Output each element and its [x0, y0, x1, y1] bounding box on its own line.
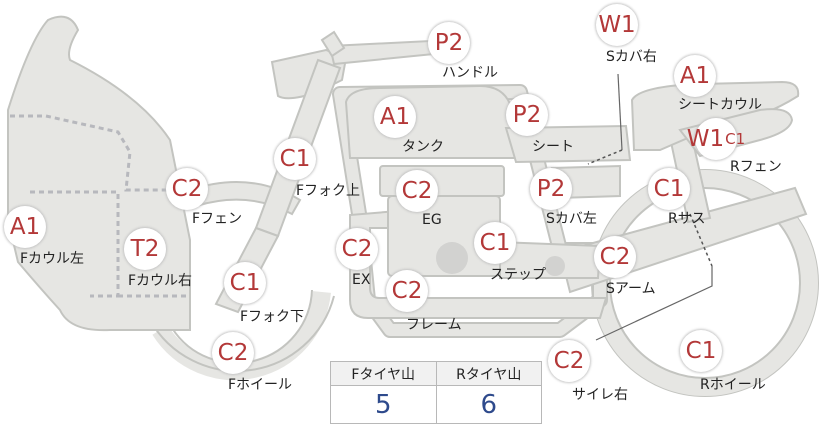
front-wheel-damage-code: C2 [212, 332, 254, 374]
engine-damage-code: C2 [396, 170, 438, 212]
damage-code-text: A1 [679, 63, 711, 89]
rear-tire-header: Rタイヤ山 [435, 361, 542, 386]
damage-code-text: W1 [686, 126, 725, 152]
frame-label: フレーム [406, 317, 462, 333]
swing-arm-label: Sアーム [606, 281, 656, 297]
tank-label: タンク [402, 139, 444, 155]
front-fork-upper-damage-code: C1 [274, 138, 316, 180]
damage-code-text: P2 [434, 30, 464, 56]
damage-code-text: C1 [279, 146, 311, 172]
damage-code-sub-text: C1 [725, 130, 746, 148]
front-fender-damage-code: C2 [166, 168, 208, 210]
damage-code-text: C2 [391, 278, 423, 304]
side-cover-left-label: Sカバ左 [546, 211, 597, 227]
engine-label: EG [422, 212, 442, 228]
seat-cowl-damage-code: A1 [674, 55, 716, 97]
seat-label: シート [532, 139, 574, 155]
handle-label: ハンドル [442, 65, 498, 81]
front-cowl-left-damage-code: A1 [4, 206, 46, 248]
tank-damage-code: A1 [374, 96, 416, 138]
side-cover-right-damage-code: W1 [596, 4, 638, 46]
rear-suspension-damage-code: C1 [648, 168, 690, 210]
rear-suspension-label: Rサス [668, 211, 706, 227]
swing-arm-damage-code: C2 [594, 236, 636, 278]
damage-code-text: P2 [512, 102, 542, 128]
front-fork-upper-label: Fフォク上 [296, 183, 361, 199]
frame-damage-code: C2 [386, 270, 428, 312]
front-wheel-label: Fホイール [228, 377, 293, 393]
front-cowl-left-label: Fカウル左 [20, 251, 85, 267]
front-fork-lower-damage-code: C1 [224, 262, 266, 304]
silencer-right-label: サイレ右 [572, 387, 628, 403]
front-wheel-shape [149, 289, 335, 381]
damage-code-text: C1 [685, 338, 717, 364]
damage-code-text: C1 [653, 176, 685, 202]
rear-wheel-damage-code: C1 [680, 330, 722, 372]
damage-code-text: W1 [598, 12, 636, 38]
damage-code-text: C2 [341, 236, 373, 262]
side-cover-right-label: Sカバ右 [606, 49, 657, 65]
exhaust-label: EX [352, 272, 371, 288]
silencer-right-damage-code: C2 [548, 340, 590, 382]
step-damage-code: C1 [474, 222, 516, 264]
damage-code-text: C2 [171, 176, 203, 202]
seat-shape [504, 124, 632, 164]
damage-code-text: A1 [379, 104, 411, 130]
damage-code-text: A1 [9, 214, 41, 240]
damage-code-text: C2 [599, 244, 631, 270]
damage-code-text: P2 [536, 176, 566, 202]
damage-code-text: C2 [217, 340, 249, 366]
step-label: ステップ [490, 267, 546, 283]
damage-code-text: C2 [401, 178, 433, 204]
side-cover-left-damage-code: P2 [530, 168, 572, 210]
front-cowl-right-damage-code: T2 [124, 228, 166, 270]
front-fender-label: Fフェン [192, 211, 243, 227]
rear-fender-label: Rフェン [730, 159, 782, 175]
tire-tread-table: Fタイヤ山 Rタイヤ山 5 6 [330, 361, 542, 424]
front-cowl-right-label: Fカウル右 [128, 273, 193, 289]
damage-code-text: T2 [130, 236, 160, 262]
damage-code-text: C1 [229, 270, 261, 296]
exhaust-damage-code: C2 [336, 228, 378, 270]
front-tire-header: Fタイヤ山 [330, 361, 437, 386]
front-tire-value: 5 [330, 385, 437, 424]
damage-code-text: C2 [553, 348, 585, 374]
seat-cowl-label: シートカウル [678, 97, 762, 113]
seat-damage-code: P2 [506, 94, 548, 136]
rear-tire-value: 6 [435, 385, 542, 424]
front-fork-lower-label: Fフォク下 [240, 309, 305, 325]
rear-wheel-label: Rホイール [700, 377, 766, 393]
damage-code-text: C1 [479, 230, 511, 256]
handle-damage-code: P2 [428, 22, 470, 64]
exhaust-shape [349, 208, 608, 319]
